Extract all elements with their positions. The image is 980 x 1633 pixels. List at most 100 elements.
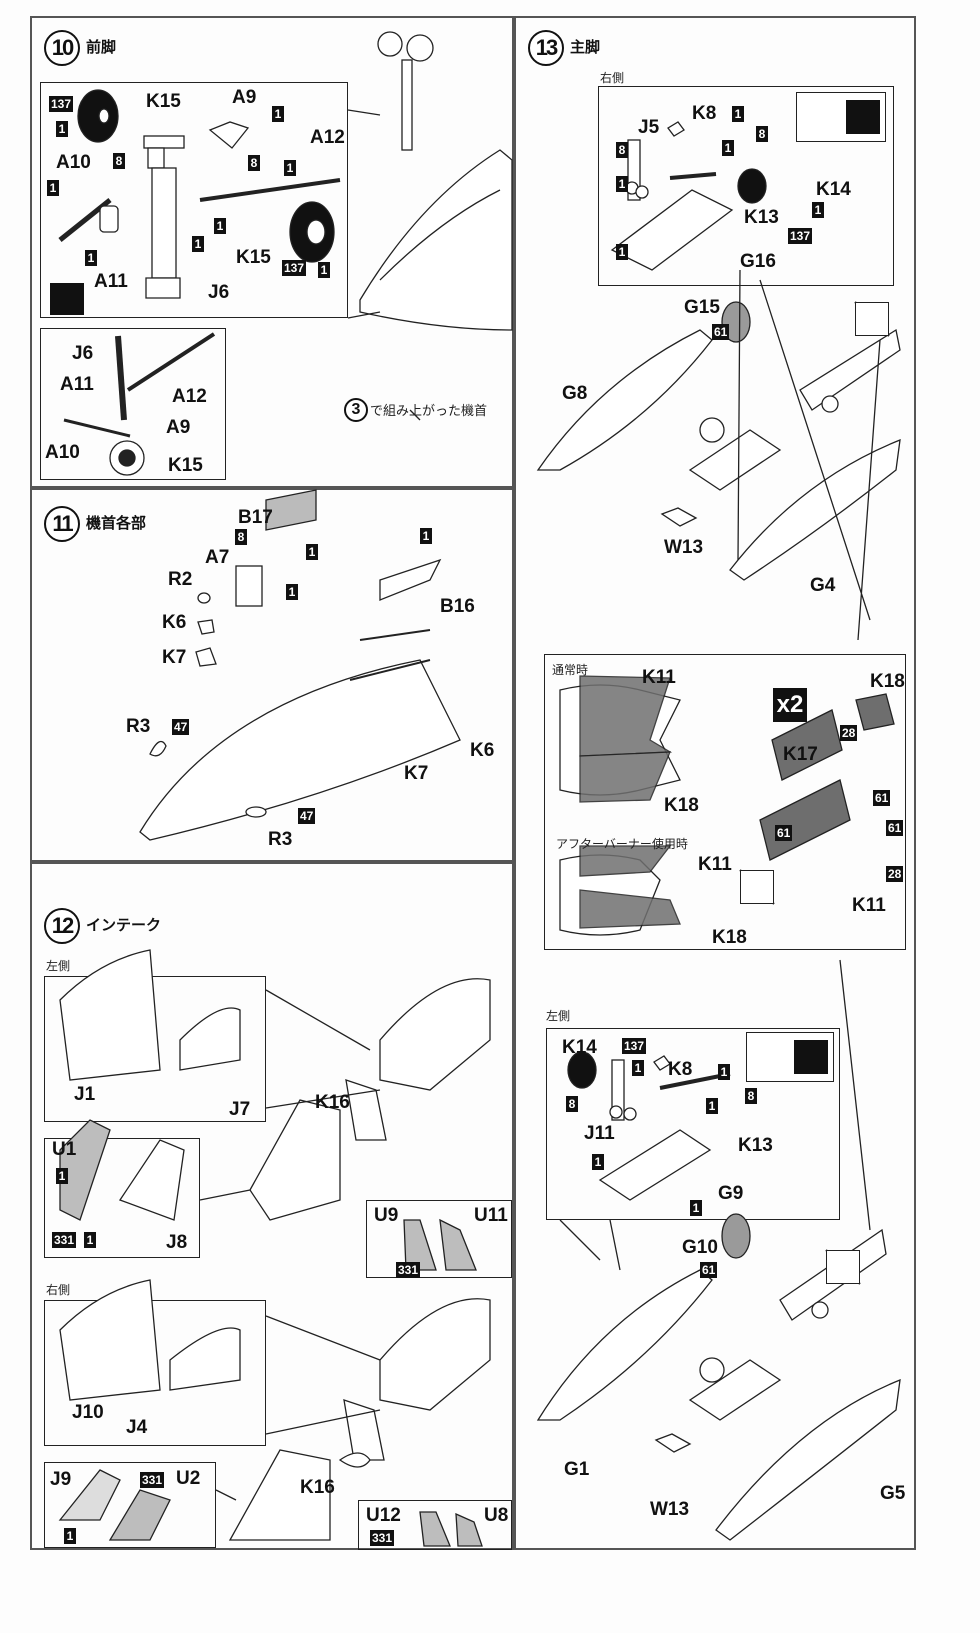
part-label: K8 [668,1059,693,1080]
part-label: J6 [72,343,94,364]
part-label: A11 [94,271,128,292]
intake-right-box-c [358,1500,512,1550]
paint-badge: 8 [756,126,768,142]
part-label: J4 [126,1417,148,1438]
part-label: G9 [718,1183,744,1204]
paint-badge: 1 [56,121,68,137]
paint-badge: 1 [286,584,298,600]
intake-right-box-b [44,1462,216,1548]
part-label: R3 [268,829,293,850]
paint-badge: 61 [700,1262,718,1278]
part-label: K6 [470,740,495,761]
step-13-number: 13 [528,30,564,66]
left-side-heading: 左側 [546,1009,571,1023]
paint-badge: 1 [306,544,318,560]
part-label: A11 [60,374,94,395]
part-label: B17 [238,507,273,528]
paint-badge: 1 [812,202,824,218]
part-label: U8 [484,1505,509,1526]
part-label: K15 [168,455,203,476]
paint-badge: 137 [49,96,74,112]
part-label: K7 [404,763,429,784]
paint-badge: 1 [722,140,734,156]
part-label: A10 [45,442,80,463]
no-glue-icon [740,870,774,904]
part-label: J1 [74,1084,96,1105]
part-label: B16 [440,596,475,617]
part-label: A12 [172,386,207,407]
part-label: J9 [50,1469,72,1490]
paint-badge: 331 [52,1232,77,1248]
right-side-heading: 右側 [46,1283,71,1297]
paint-badge: 61 [873,790,891,806]
intake-left-box-b [44,1138,200,1258]
step-11-title: 機首各部 [86,515,147,532]
part-label: J6 [208,282,230,303]
part-label: K13 [738,1135,773,1156]
part-label: K15 [146,91,181,112]
intake-right-box-a [44,1300,266,1446]
paint-badge: 47 [172,719,190,735]
step-12-title: インテーク [86,917,162,934]
paint-badge: 61 [775,825,793,841]
part-label: K18 [664,795,699,816]
part-label: J10 [72,1402,104,1423]
paint-badge: 1 [318,262,330,278]
paint-badge: 137 [788,228,813,244]
paint-badge: 1 [84,1232,96,1248]
part-label: J8 [166,1232,188,1253]
paint-badge: 1 [632,1060,644,1076]
part-label: W13 [650,1499,690,1520]
paint-badge: 28 [840,725,858,741]
paint-badge: 137 [622,1038,647,1054]
part-label: K11 [698,854,732,875]
part-label: K16 [315,1092,350,1113]
left-side-heading: 左側 [46,959,71,973]
part-label: R2 [168,569,193,590]
paint-badge: 1 [616,244,628,260]
step-12-panel [30,862,514,1550]
quantity-multiplier: x2 [773,688,807,722]
part-label: A9 [166,417,191,438]
no-glue-icon [855,302,889,336]
part-label: K6 [162,612,187,633]
paint-badge: 61 [886,820,904,836]
step-11-number: 11 [44,506,80,542]
paint-badge: 47 [298,808,316,824]
step-10-title: 前脚 [86,39,117,56]
part-label: K14 [816,179,851,200]
part-label: G10 [682,1237,718,1258]
afterburner-mode-heading: アフターバーナー使用時 [556,837,688,851]
paint-badge: 137 [282,260,307,276]
part-label: K13 [744,207,779,228]
part-label: U9 [374,1205,399,1226]
part-label: A10 [56,152,91,173]
part-label: K16 [300,1477,335,1498]
paint-badge: 331 [140,1472,165,1488]
paint-badge: 1 [706,1098,718,1114]
right-side-heading: 右側 [600,71,625,85]
paint-badge: 1 [284,160,296,176]
step-12-number: 12 [44,908,80,944]
step-reference-text: で組み上がった機首 [370,403,488,418]
paint-badge: 1 [214,218,226,234]
part-label: G15 [684,297,720,318]
part-label: J11 [584,1123,615,1144]
paint-badge: 8 [566,1096,578,1112]
part-label: U1 [52,1139,77,1160]
part-label: G8 [562,383,588,404]
part-label: K7 [162,647,187,668]
step-10-assembled-box [40,328,226,480]
normal-mode-heading: 通常時 [552,663,589,677]
paint-badge: 8 [745,1088,757,1104]
part-label: G1 [564,1459,590,1480]
paint-badge: 1 [85,250,97,266]
part-label: K18 [870,671,905,692]
part-label: K11 [852,895,886,916]
paint-badge: 1 [64,1528,76,1544]
paint-badge: 1 [592,1154,604,1170]
paint-badge: 1 [718,1064,730,1080]
part-label: U12 [366,1505,401,1526]
paint-badge: 1 [616,176,628,192]
part-label: K18 [712,927,747,948]
